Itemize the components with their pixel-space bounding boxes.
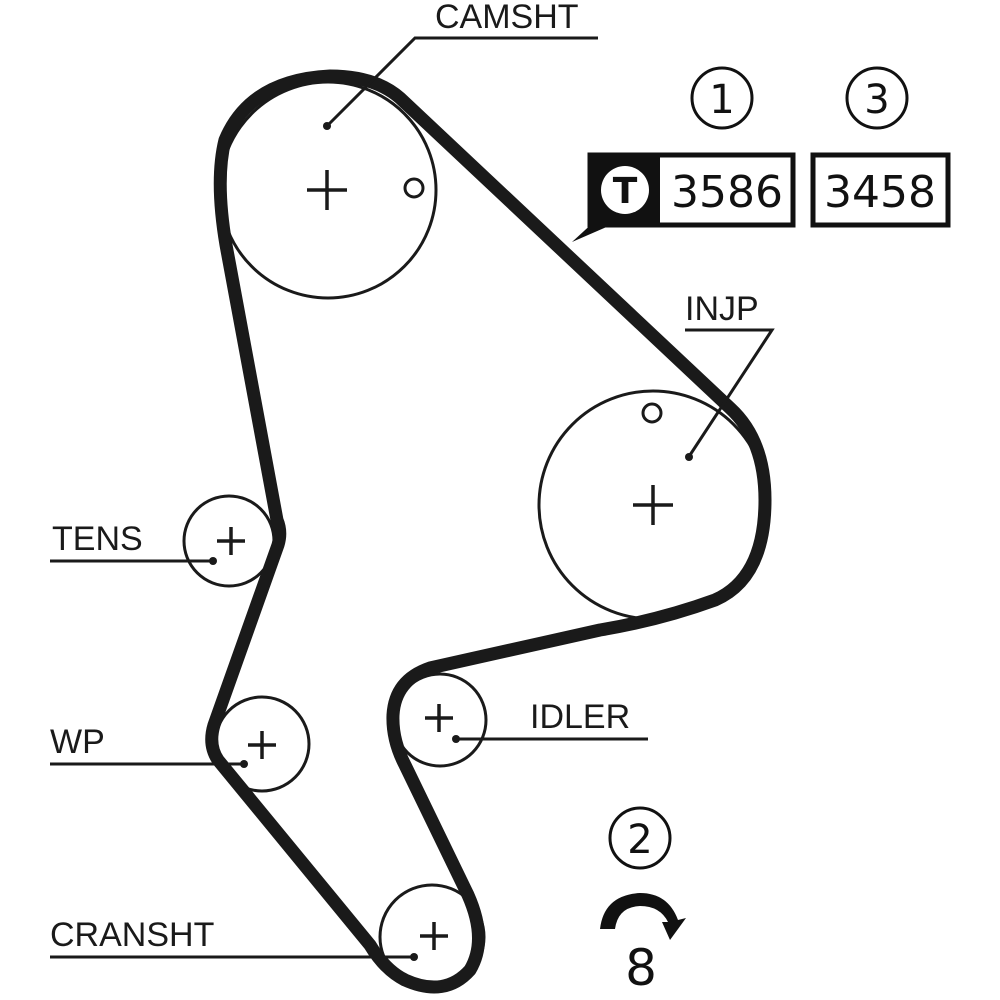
tool-letter: T: [613, 171, 638, 212]
idler-leader-dot: [452, 735, 460, 743]
water-pump-leader-dot: [240, 760, 248, 768]
label-water-pump: WP: [50, 723, 105, 761]
tool-t-icon: T: [601, 166, 649, 214]
step-1-number: 1: [709, 77, 734, 123]
center-marks: [217, 170, 673, 950]
camshaft-center-icon: [307, 170, 347, 210]
part-number-3-box: 3458: [810, 152, 951, 228]
label-idler: IDLER: [530, 698, 630, 736]
tensioner-center-icon: [217, 527, 245, 555]
camshaft-leader-dot: [323, 122, 331, 130]
label-crankshaft: CRANSHT: [50, 916, 214, 954]
step-1-badge: 1: [690, 66, 754, 130]
clockwise-arrow-icon: [600, 893, 686, 940]
label-tensioner: TENS: [52, 520, 143, 558]
rotation-count: 8: [625, 939, 657, 997]
crankshaft-leader-dot: [410, 953, 418, 961]
label-injection-pump: INJP: [685, 290, 759, 328]
injection-pump-leader-dot: [685, 453, 693, 461]
injection-pump-leader: [685, 328, 775, 456]
part-number-3: 3458: [824, 167, 936, 218]
step-2-badge: 2: [608, 806, 672, 870]
tensioner-leader-dot: [209, 557, 217, 565]
part-number-1: 3586: [671, 167, 783, 218]
water-pump-center-icon: [248, 731, 276, 759]
step-2-number: 2: [627, 817, 652, 863]
injection-pump-center-icon: [633, 485, 673, 525]
crankshaft-center-icon: [420, 922, 448, 950]
timing-belt: [205, 69, 772, 994]
idler-center-icon: [425, 704, 453, 732]
label-camshaft: CAMSHT: [435, 0, 579, 36]
injection-pump-timing-mark: [641, 402, 663, 424]
camshaft-timing-mark: [403, 177, 425, 199]
step-3-badge: 3: [845, 66, 909, 130]
tool-part-callout: T 3586: [572, 152, 796, 242]
camshaft-leader: [326, 36, 598, 127]
step-3-number: 3: [864, 77, 889, 123]
